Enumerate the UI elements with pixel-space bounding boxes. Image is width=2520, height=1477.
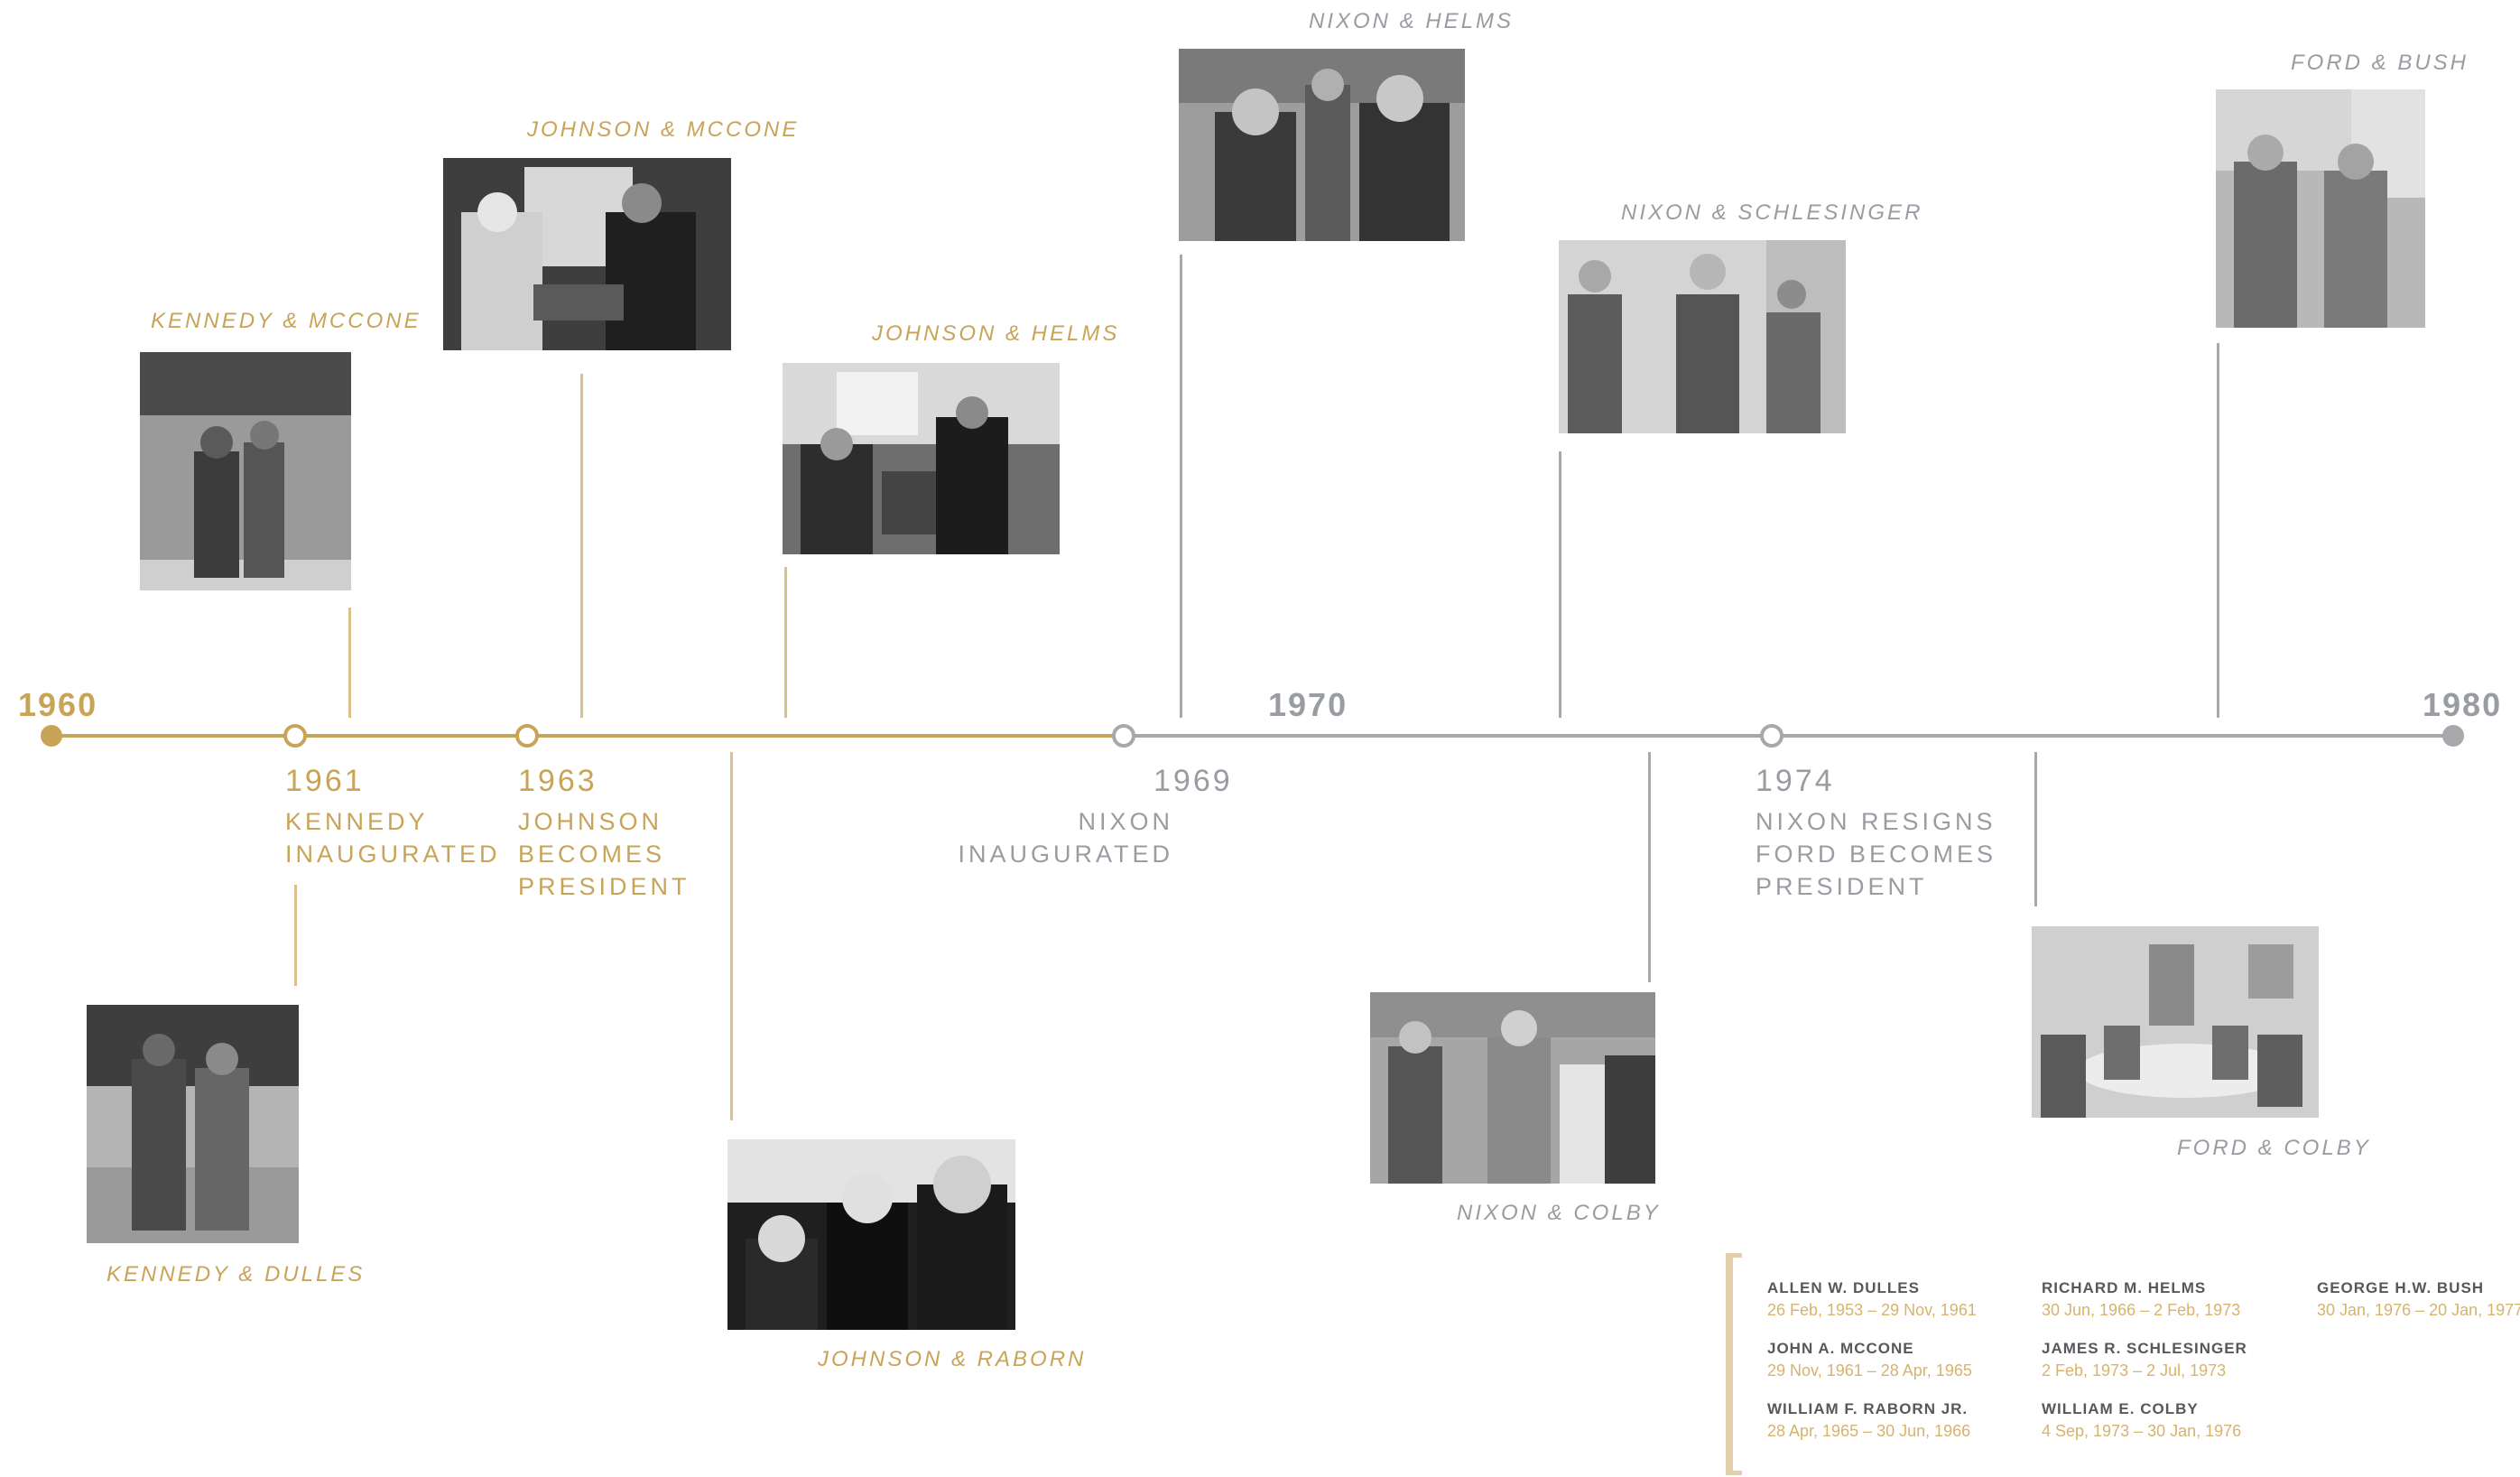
year-1970-label: 1970 — [1268, 686, 1348, 723]
director-dates: 26 Feb, 1953 – 29 Nov, 1961 — [1767, 1301, 1977, 1319]
photo-kennedy-dulles — [87, 1005, 299, 1243]
photo-johnson-helms — [783, 363, 1060, 554]
event-text-1963: JOHNSON BECOMES PRESIDENT — [518, 808, 690, 900]
caption-nixon-colby: NIXON & COLBY — [1457, 1201, 1661, 1225]
director-mccone: JOHN A. MCCONE 29 Nov, 1961 – 28 Apr, 19… — [1767, 1340, 1972, 1380]
connector-ford-bush — [2217, 343, 2219, 718]
director-bush: GEORGE H.W. BUSH 30 Jan, 1976 – 20 Jan, … — [2317, 1279, 2520, 1320]
event-text-1974: NIXON RESIGNS FORD BECOMES PRESIDENT — [1756, 808, 1997, 900]
photo-kennedy-mccone — [140, 352, 351, 590]
photo-nixon-helms — [1179, 49, 1465, 241]
connector-johnson-raborn — [730, 752, 733, 1120]
year-1960-label: 1960 — [18, 686, 98, 723]
director-dates: 30 Jan, 1976 – 20 Jan, 1977 — [2317, 1301, 2520, 1319]
director-dates: 4 Sep, 1973 – 30 Jan, 1976 — [2042, 1422, 2242, 1440]
event-text-1961: KENNEDY INAUGURATED — [285, 808, 501, 868]
caption-ford-bush: FORD & BUSH — [2291, 51, 2469, 75]
director-name: WILLIAM F. RABORN JR. — [1767, 1400, 1969, 1417]
caption-johnson-mccone: JOHNSON & MCCONE — [527, 117, 800, 142]
connector-kennedy-dulles — [294, 885, 297, 986]
connector-nixon-colby — [1648, 752, 1651, 982]
connector-ford-colby — [2034, 752, 2037, 906]
director-name: WILLIAM E. COLBY — [2042, 1400, 2199, 1417]
caption-kennedy-dulles: KENNEDY & DULLES — [107, 1262, 366, 1287]
director-dates: 30 Jun, 1966 – 2 Feb, 1973 — [2042, 1301, 2241, 1319]
year-1980-label: 1980 — [2423, 686, 2503, 723]
caption-johnson-raborn: JOHNSON & RABORN — [818, 1347, 1087, 1371]
photo-nixon-colby — [1370, 992, 1655, 1184]
timeline-marker-1963 — [515, 724, 539, 748]
director-name: JOHN A. MCCONE — [1767, 1340, 1914, 1357]
caption-johnson-helms: JOHNSON & HELMS — [872, 321, 1120, 346]
director-dates: 29 Nov, 1961 – 28 Apr, 1965 — [1767, 1361, 1972, 1379]
director-dates: 28 Apr, 1965 – 30 Jun, 1966 — [1767, 1422, 1971, 1440]
event-year-1969: 1969 — [1153, 764, 1233, 798]
director-dulles: ALLEN W. DULLES 26 Feb, 1953 – 29 Nov, 1… — [1767, 1279, 1977, 1320]
timeline-marker-1974 — [1760, 724, 1783, 748]
connector-johnson-helms — [784, 567, 787, 718]
connector-nixon-schlesinger — [1559, 451, 1561, 718]
caption-kennedy-mccone: KENNEDY & MCCONE — [151, 309, 422, 333]
timeline-end-dot — [2442, 725, 2464, 747]
timeline-start-dot — [41, 725, 62, 747]
director-name: RICHARD M. HELMS — [2042, 1279, 2207, 1296]
timeline-marker-1969 — [1112, 724, 1135, 748]
connector-nixon-helms — [1180, 255, 1182, 718]
caption-ford-colby: FORD & COLBY — [2177, 1136, 2371, 1160]
photo-nixon-schlesinger — [1559, 240, 1846, 433]
photo-johnson-mccone — [443, 158, 731, 350]
director-helms: RICHARD M. HELMS 30 Jun, 1966 – 2 Feb, 1… — [2042, 1279, 2240, 1320]
directors-legend-bracket — [1726, 1253, 1742, 1475]
photo-ford-bush — [2216, 89, 2425, 328]
director-raborn: WILLIAM F. RABORN JR. 28 Apr, 1965 – 30 … — [1767, 1400, 1970, 1441]
caption-nixon-schlesinger: NIXON & SCHLESINGER — [1621, 200, 1923, 225]
director-name: JAMES R. SCHLESINGER — [2042, 1340, 2247, 1357]
director-name: ALLEN W. DULLES — [1767, 1279, 1920, 1296]
connector-kennedy-mccone — [348, 608, 351, 718]
director-name: GEORGE H.W. BUSH — [2317, 1279, 2485, 1296]
director-colby: WILLIAM E. COLBY 4 Sep, 1973 – 30 Jan, 1… — [2042, 1400, 2241, 1441]
photo-ford-colby — [2032, 926, 2319, 1118]
event-year-1963: 1963 — [518, 764, 598, 798]
timeline-marker-1961 — [283, 724, 307, 748]
photo-johnson-raborn — [727, 1139, 1015, 1330]
caption-nixon-helms: NIXON & HELMS — [1309, 9, 1515, 33]
event-year-1961: 1961 — [285, 764, 365, 798]
event-year-1974: 1974 — [1756, 764, 1835, 798]
director-dates: 2 Feb, 1973 – 2 Jul, 1973 — [2042, 1361, 2227, 1379]
director-schlesinger: JAMES R. SCHLESINGER 2 Feb, 1973 – 2 Jul… — [2042, 1340, 2247, 1380]
event-text-1969: NIXON INAUGURATED — [958, 808, 1173, 868]
connector-johnson-mccone — [580, 374, 583, 718]
